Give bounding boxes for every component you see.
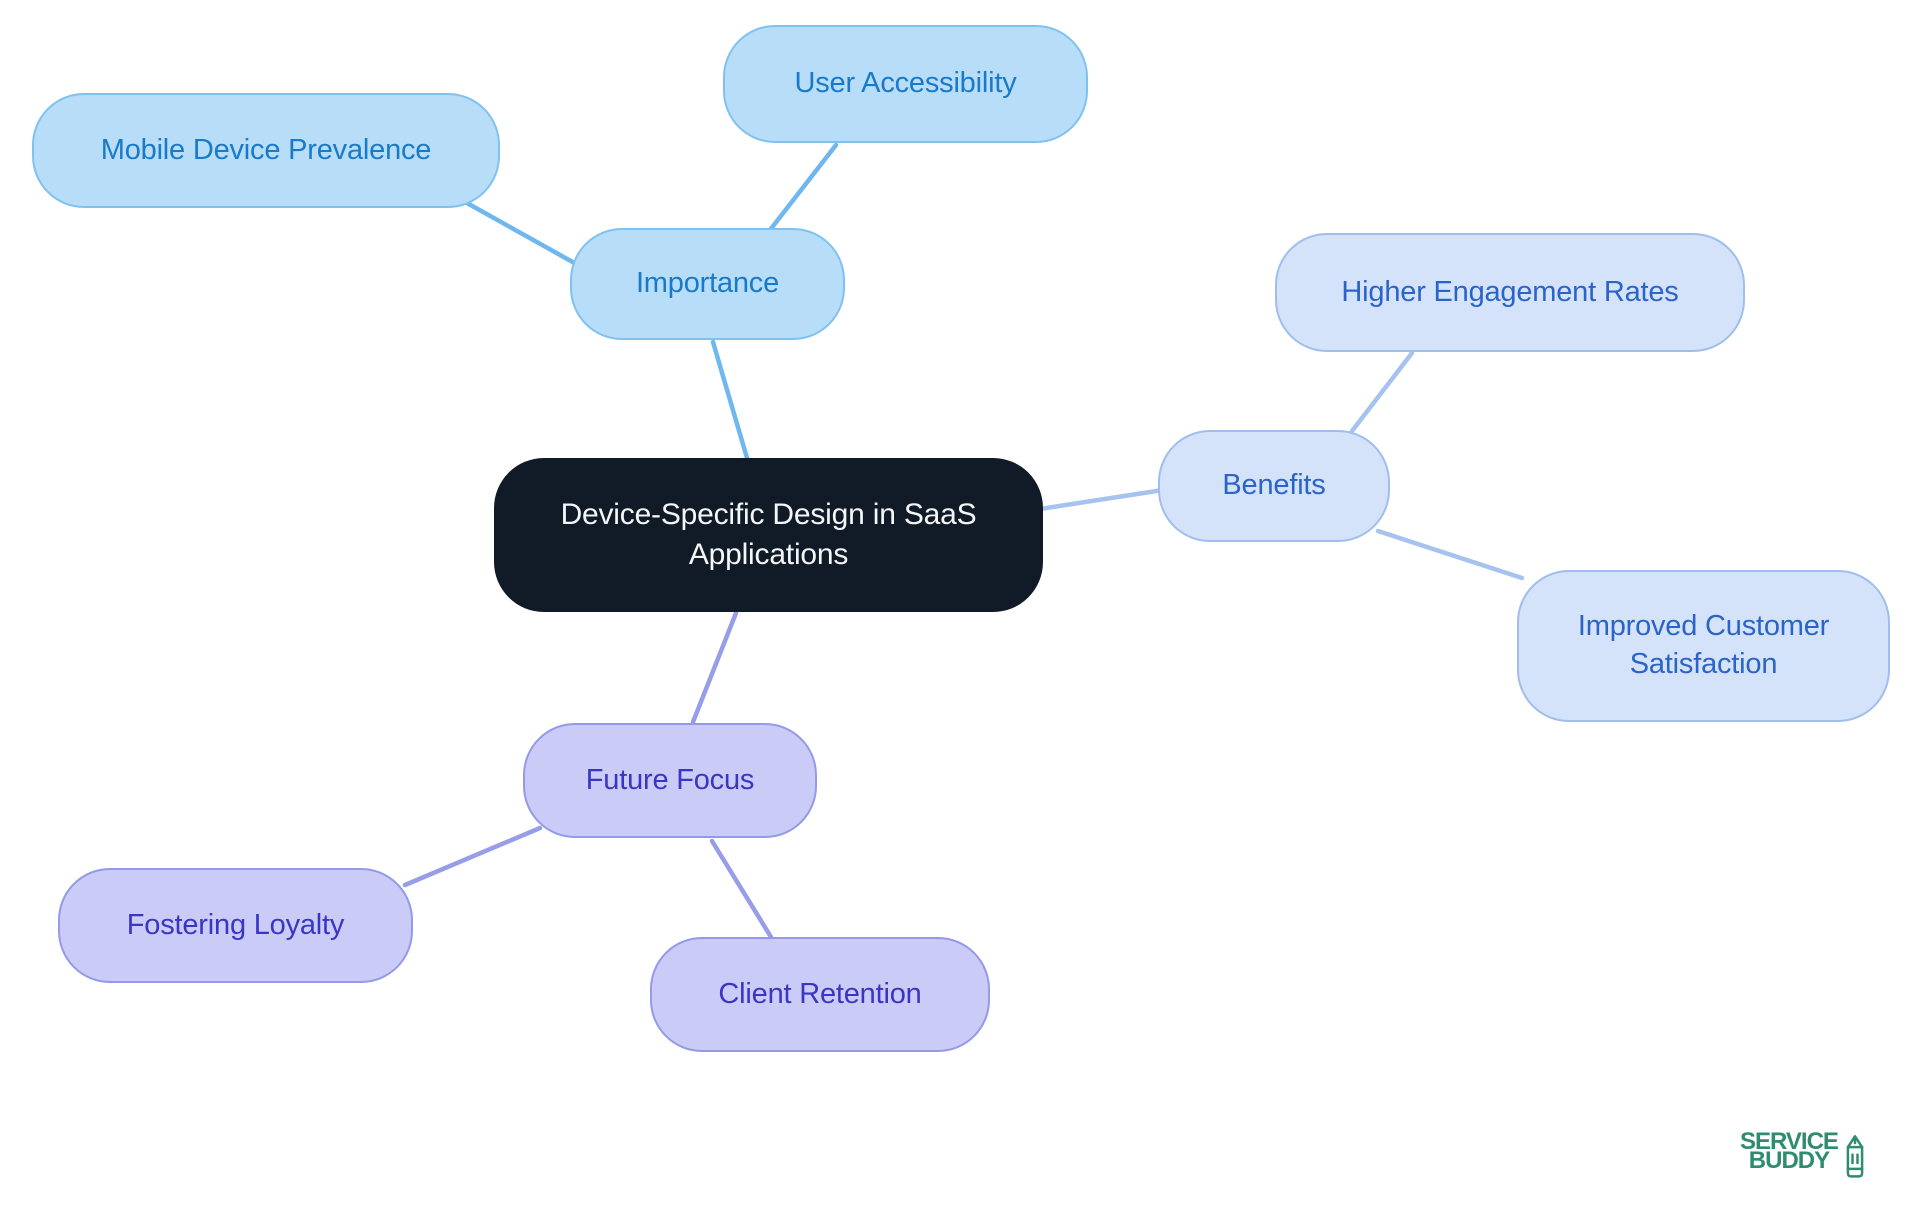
edge-mobile-to-importance [455,195,581,268]
logo-line2: BUDDY [1748,1147,1830,1174]
child-node-user-accessibility: User Accessibility [723,25,1088,143]
child-label-fostering-loyalty: Fostering Loyalty [126,908,345,941]
branch-node-future-focus: Future Focus [523,723,817,838]
edge-user-accessibility-to-importance [767,142,839,233]
edge-future-focus-to-retention [709,838,774,940]
branch-node-importance: Importance [570,228,845,340]
central-topic-label: Device-Specific Design in SaaS Applicati… [560,497,977,572]
child-node-higher-engagement-rates: Higher Engagement Rates [1275,233,1745,352]
child-node-mobile-device-prevalence: Mobile Device Prevalence [32,93,500,208]
edge-benefits-to-satisfaction [1375,528,1525,581]
branch-label-future-focus: Future Focus [585,763,755,796]
edge-engagement-to-benefits [1349,350,1415,434]
child-label-higher-engagement-rates: Higher Engagement Rates [1341,275,1679,308]
edge-center-to-benefits [1037,487,1166,512]
edge-importance-to-center [710,339,750,461]
logo-text: SERVICE BUDDY [1740,1128,1839,1174]
branch-label-benefits: Benefits [1222,469,1326,502]
branch-label-importance: Importance [635,267,780,300]
logo-line1: SERVICE [1740,1128,1839,1155]
pencil-icon [1846,1135,1864,1178]
edge-future-focus-to-loyalty [402,825,543,888]
central-topic-node: Device-Specific Design in SaaS Applicati… [494,458,1043,612]
child-node-client-retention: Client Retention [650,937,990,1052]
child-label-improved-customer-satisfaction: Improved Customer Satisfaction [1577,610,1830,680]
child-label-user-accessibility: User Accessibility [794,67,1017,100]
edge-center-to-future-focus [690,610,739,725]
child-node-fostering-loyalty: Fostering Loyalty [58,868,413,983]
service-buddy-logo: SERVICE BUDDY [1740,1128,1865,1182]
child-node-improved-customer-satisfaction: Improved Customer Satisfaction [1517,570,1890,722]
child-label-mobile-device-prevalence: Mobile Device Prevalence [100,133,432,166]
child-label-client-retention: Client Retention [718,977,922,1010]
branch-node-benefits: Benefits [1158,430,1390,542]
